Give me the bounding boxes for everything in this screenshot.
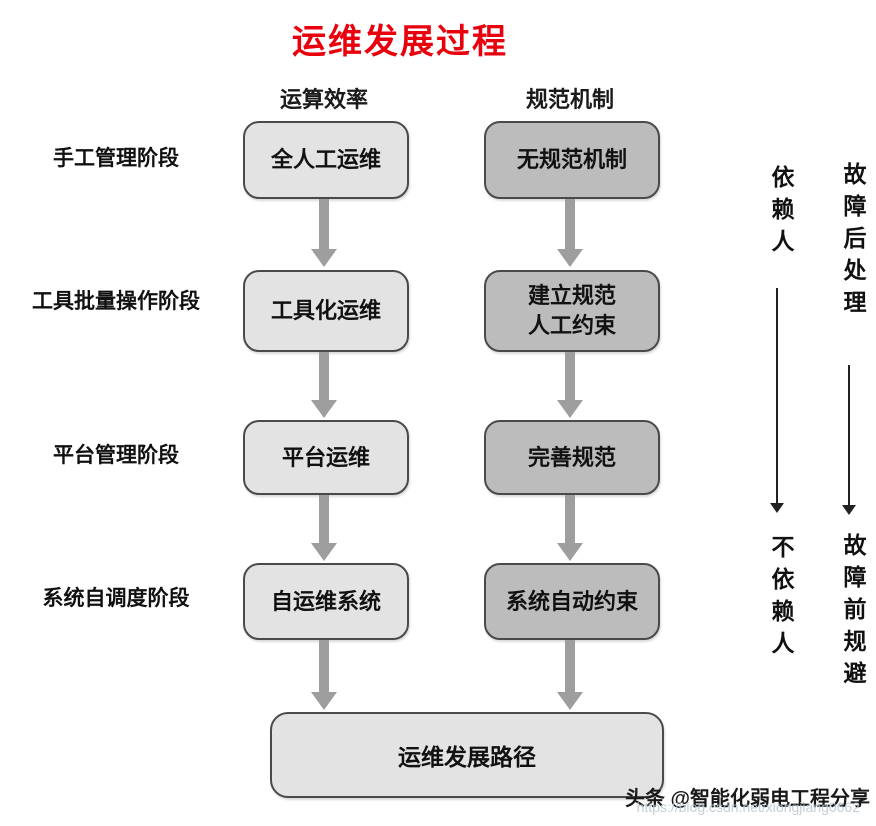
down-arrow-icon: [557, 199, 583, 267]
down-arrow-icon: [311, 640, 337, 710]
vertical-label-post-fault-handling: 故障后处理: [840, 162, 866, 322]
stage-label-manual: 手工管理阶段: [53, 147, 179, 170]
flow-box-self-ops-system: 自运维系统: [243, 563, 409, 640]
flow-box-manual-ops: 全人工运维: [243, 121, 409, 199]
watermark-toutiao: 头条 @智能化弱电工程分享: [624, 788, 870, 810]
flow-box-no-standard: 无规范机制: [484, 121, 660, 199]
column-header-efficiency: 运算效率: [279, 87, 368, 112]
trend-arrow-icon: [770, 288, 784, 513]
down-arrow-icon: [557, 495, 583, 561]
down-arrow-icon: [311, 495, 337, 561]
vertical-label-not-depend-on-people: 不依赖人: [768, 535, 794, 663]
bottom-box-development-path: 运维发展路径: [270, 712, 664, 798]
flow-box-platform-ops: 平台运维: [243, 420, 409, 495]
flow-box-establish-standard: 建立规范 人工约束: [484, 270, 660, 352]
trend-arrow-icon: [842, 365, 856, 515]
stage-label-platform: 平台管理阶段: [53, 444, 179, 467]
stage-label-self-scheduling: 系统自调度阶段: [42, 587, 190, 610]
down-arrow-icon: [557, 352, 583, 418]
vertical-label-pre-fault-avoidance: 故障前规避: [840, 533, 866, 693]
flow-box-perfect-standard: 完善规范: [484, 420, 660, 495]
down-arrow-icon: [557, 640, 583, 710]
column-header-mechanism: 规范机制: [525, 87, 614, 112]
flow-box-tool-ops: 工具化运维: [243, 270, 409, 352]
page-title: 运维发展过程: [292, 23, 508, 61]
down-arrow-icon: [311, 199, 337, 267]
down-arrow-icon: [311, 352, 337, 418]
watermark-url: https://blog.csdn.net/xiongjiang0662: [636, 799, 860, 815]
vertical-label-depend-on-people: 依赖人: [768, 165, 794, 261]
flow-box-auto-constraint: 系统自动约束: [484, 563, 660, 640]
stage-label-tool-batch: 工具批量操作阶段: [32, 290, 200, 313]
